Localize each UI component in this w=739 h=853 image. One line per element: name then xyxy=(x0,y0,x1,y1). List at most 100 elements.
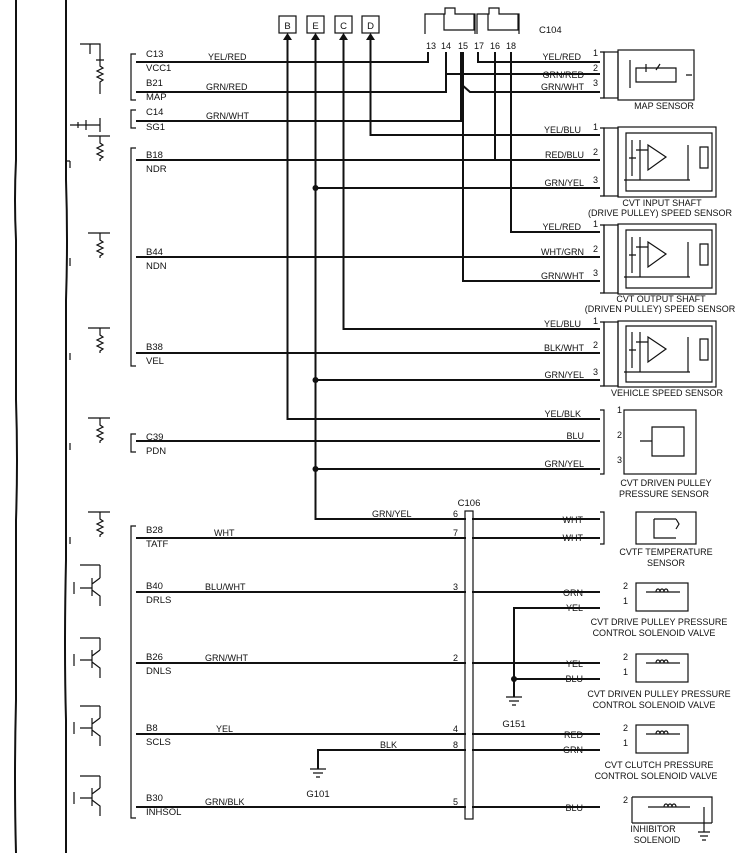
ground-label: G151 xyxy=(502,719,525,730)
ecm-pin-code: B44 xyxy=(146,247,163,258)
ecm-pin-name: NDR xyxy=(146,164,167,175)
svg-text:6: 6 xyxy=(453,509,458,519)
svg-text:18: 18 xyxy=(506,41,516,51)
svg-text:BLU/WHT: BLU/WHT xyxy=(205,582,246,592)
ecm-outline-left xyxy=(14,0,18,853)
ecm-pin-code: B26 xyxy=(146,652,163,663)
svg-text:13: 13 xyxy=(426,41,436,51)
jumper-label: D xyxy=(367,21,374,32)
ecm-pin-code: C39 xyxy=(146,432,163,443)
c106-pins: 6 7 3 2 4 8 5 xyxy=(453,509,458,807)
svg-text:2: 2 xyxy=(623,795,628,805)
c104-connector: C104 13 14 15 17 16 18 xyxy=(424,7,562,51)
svg-text:YEL: YEL xyxy=(566,659,583,669)
output-shaft-sensor-label: (DRIVEN PULLEY) SPEED SENSOR xyxy=(585,304,736,314)
svg-text:2: 2 xyxy=(623,723,628,733)
svg-text:2: 2 xyxy=(623,652,628,662)
output-shaft-sensor-label: CVT OUTPUT SHAFT xyxy=(616,294,706,304)
left-wire-labels: YEL/RED GRN/RED GRN/WHT WHT BLU/WHT GRN/… xyxy=(205,52,412,807)
svg-text:GRN/WHT: GRN/WHT xyxy=(541,82,584,92)
svg-text:1: 1 xyxy=(623,596,628,606)
ecm-outline-right xyxy=(64,0,68,853)
svg-text:GRN/WHT: GRN/WHT xyxy=(206,111,249,121)
svg-text:1: 1 xyxy=(593,122,598,132)
svg-text:GRN/WHT: GRN/WHT xyxy=(541,271,584,281)
right-wire-labels: WHT WHT ORN YEL YEL BLU RED GRN BLU xyxy=(563,515,584,813)
svg-text:ORN: ORN xyxy=(563,588,583,598)
right-pins: 2 1 2 1 2 1 2 xyxy=(623,581,628,805)
svg-text:RED: RED xyxy=(564,730,584,740)
sensor-wire-labels: YEL/RED GRN/RED GRN/WHT YEL/BLU RED/BLU … xyxy=(541,52,584,469)
ecm-pin-name: VEL xyxy=(146,356,164,367)
svg-text:7: 7 xyxy=(453,528,458,538)
ground-symbols xyxy=(310,696,522,778)
component-labels: MAP SENSOR CVT INPUT SHAFT (DRIVE PULLEY… xyxy=(585,101,736,845)
svg-text:YEL/BLU: YEL/BLU xyxy=(544,319,581,329)
ecm-pin-name: NDN xyxy=(146,261,167,272)
ecm-pin-name: TATF xyxy=(146,539,169,550)
svg-text:GRN: GRN xyxy=(563,745,583,755)
svg-text:17: 17 xyxy=(474,41,484,51)
svg-text:16: 16 xyxy=(490,41,500,51)
inhibitor-solenoid-label: INHIBITOR xyxy=(630,824,676,834)
svg-text:BLK/WHT: BLK/WHT xyxy=(544,343,585,353)
svg-text:2: 2 xyxy=(593,244,598,254)
svg-text:3: 3 xyxy=(617,455,622,465)
c106-connector xyxy=(464,510,474,820)
ecm-pin-code: C13 xyxy=(146,49,163,60)
input-shaft-sensor-label: (DRIVE PULLEY) SPEED SENSOR xyxy=(588,208,733,218)
svg-text:WHT: WHT xyxy=(214,528,235,538)
ecm-pin-code: B40 xyxy=(146,581,163,592)
svg-text:BLU: BLU xyxy=(565,803,583,813)
svg-text:GRN/RED: GRN/RED xyxy=(206,82,248,92)
svg-text:1: 1 xyxy=(593,316,598,326)
ecm-pin-name: MAP xyxy=(146,92,167,103)
clutch-solenoid-label: CVT CLUTCH PRESSURE xyxy=(605,760,714,770)
ecm-pin-name: VCC1 xyxy=(146,63,171,74)
svg-text:2: 2 xyxy=(593,147,598,157)
jumper-label: C xyxy=(340,21,347,32)
svg-text:3: 3 xyxy=(453,582,458,592)
ecm-pin-code: B21 xyxy=(146,78,163,89)
svg-text:1: 1 xyxy=(623,667,628,677)
splice-dots xyxy=(312,185,517,682)
svg-text:RED/BLU: RED/BLU xyxy=(545,150,584,160)
ecm-pin-name: DNLS xyxy=(146,666,171,677)
driven-solenoid-label: CVT DRIVEN PULLEY PRESSURE xyxy=(587,689,730,699)
temp-sensor-label: CVTF TEMPERATURE xyxy=(619,547,712,557)
svg-text:WHT: WHT xyxy=(563,533,584,543)
svg-text:2: 2 xyxy=(593,340,598,350)
ground-label: G101 xyxy=(306,789,329,800)
svg-text:5: 5 xyxy=(453,797,458,807)
driven-solenoid-label: CONTROL SOLENOID VALVE xyxy=(593,700,716,710)
ecm-pin-name: PDN xyxy=(146,446,166,457)
svg-text:14: 14 xyxy=(441,41,451,51)
svg-text:3: 3 xyxy=(593,175,598,185)
svg-text:3: 3 xyxy=(593,78,598,88)
svg-text:1: 1 xyxy=(617,405,622,415)
ecm-terminal-labels: C13 VCC1 B21 MAP C14 SG1 B18 NDR B44 NDN… xyxy=(146,49,181,818)
svg-text:2: 2 xyxy=(617,430,622,440)
clutch-solenoid-label: CONTROL SOLENOID VALVE xyxy=(595,771,718,781)
ecm-pin-name: SCLS xyxy=(146,737,171,748)
temp-sensor-label: SENSOR xyxy=(647,558,686,568)
c104-label: C104 xyxy=(539,25,562,36)
drive-solenoid-label: CONTROL SOLENOID VALVE xyxy=(593,628,716,638)
ecm-pin-code: C14 xyxy=(146,107,163,118)
svg-text:3: 3 xyxy=(593,367,598,377)
map-sensor-label: MAP SENSOR xyxy=(634,101,694,111)
svg-text:YEL/RED: YEL/RED xyxy=(208,52,247,62)
ecm-pin-code: B18 xyxy=(146,150,163,161)
inhibitor-solenoid-label: SOLENOID xyxy=(634,835,681,845)
svg-text:YEL: YEL xyxy=(216,724,233,734)
ecm-pin-code: B38 xyxy=(146,342,163,353)
pressure-sensor-label: PRESSURE SENSOR xyxy=(619,489,710,499)
svg-text:15: 15 xyxy=(458,41,468,51)
svg-text:GRN/YEL: GRN/YEL xyxy=(544,370,584,380)
svg-text:8: 8 xyxy=(453,740,458,750)
svg-text:2: 2 xyxy=(623,581,628,591)
ecm-pin-name: SG1 xyxy=(146,122,165,133)
ecm-pin-name: INHSOL xyxy=(146,807,181,818)
jumper-label: B xyxy=(284,21,290,32)
